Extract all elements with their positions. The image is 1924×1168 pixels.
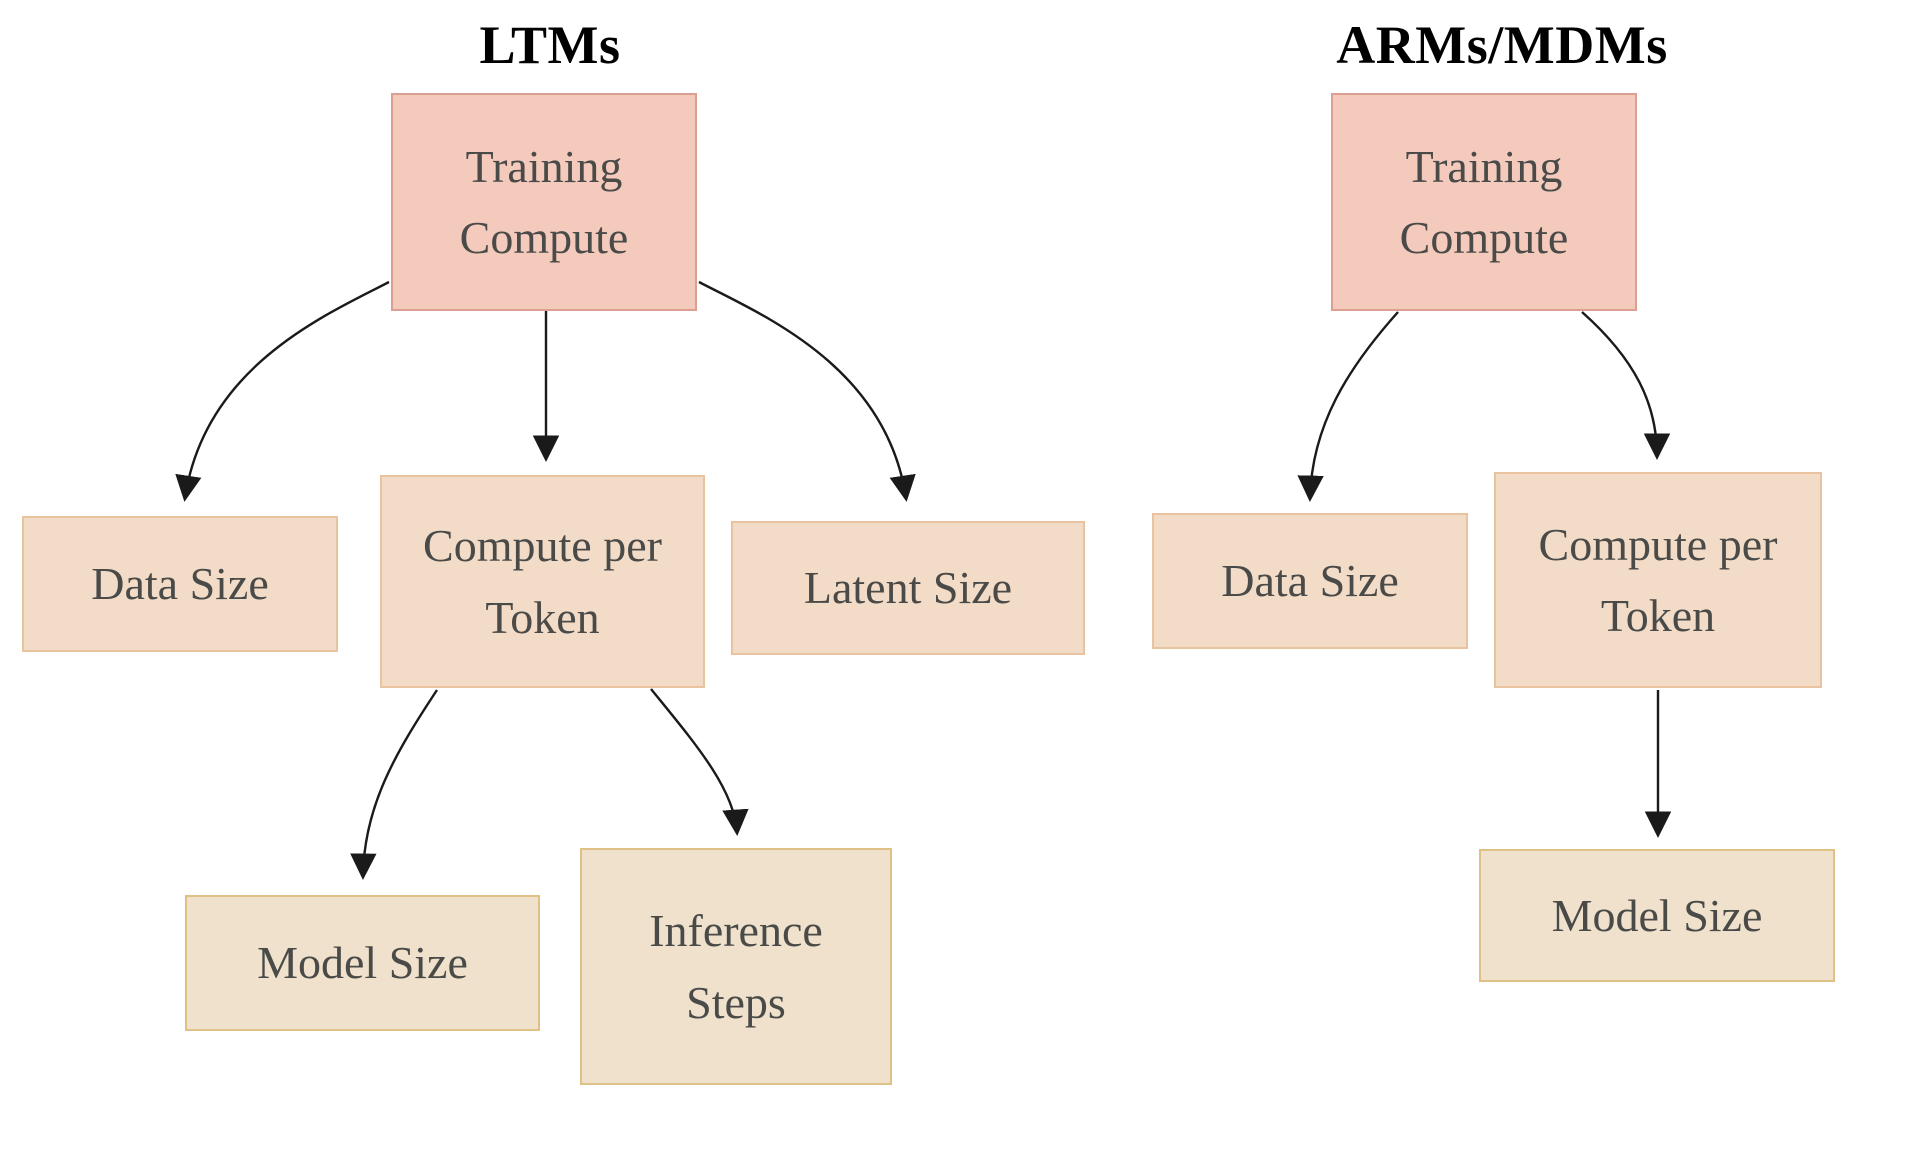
edge-arm-root-to-compute-per-token: [1581, 311, 1671, 460]
edge-ltm-cpt-to-model-size: [350, 689, 439, 880]
edge-ltm-cpt-to-inference-steps: [650, 688, 749, 836]
edge-arm-root-to-data-size: [1297, 311, 1399, 502]
arm-model-size-box: Model Size: [1479, 849, 1835, 982]
ltm-compute-per-token-box: Compute per Token: [380, 475, 705, 688]
arm-training-compute-box: Training Compute: [1331, 93, 1637, 311]
ltm-latent-size-box: Latent Size: [731, 521, 1085, 655]
arm-data-size-box: Data Size: [1152, 513, 1468, 649]
ltm-inference-steps-box: Inference Steps: [580, 848, 892, 1085]
ltm-model-size-box: Model Size: [185, 895, 540, 1031]
left-tree-title: LTMs: [479, 15, 621, 75]
edge-ltm-root-to-latent-size: [698, 280, 916, 502]
ltm-data-size-box: Data Size: [22, 516, 338, 652]
right-tree-title: ARMs/MDMs: [1336, 15, 1668, 75]
edge-ltm-root-to-data-size: [175, 280, 390, 502]
arm-compute-per-token-box: Compute per Token: [1494, 472, 1822, 688]
ltm-training-compute-box: Training Compute: [391, 93, 697, 311]
